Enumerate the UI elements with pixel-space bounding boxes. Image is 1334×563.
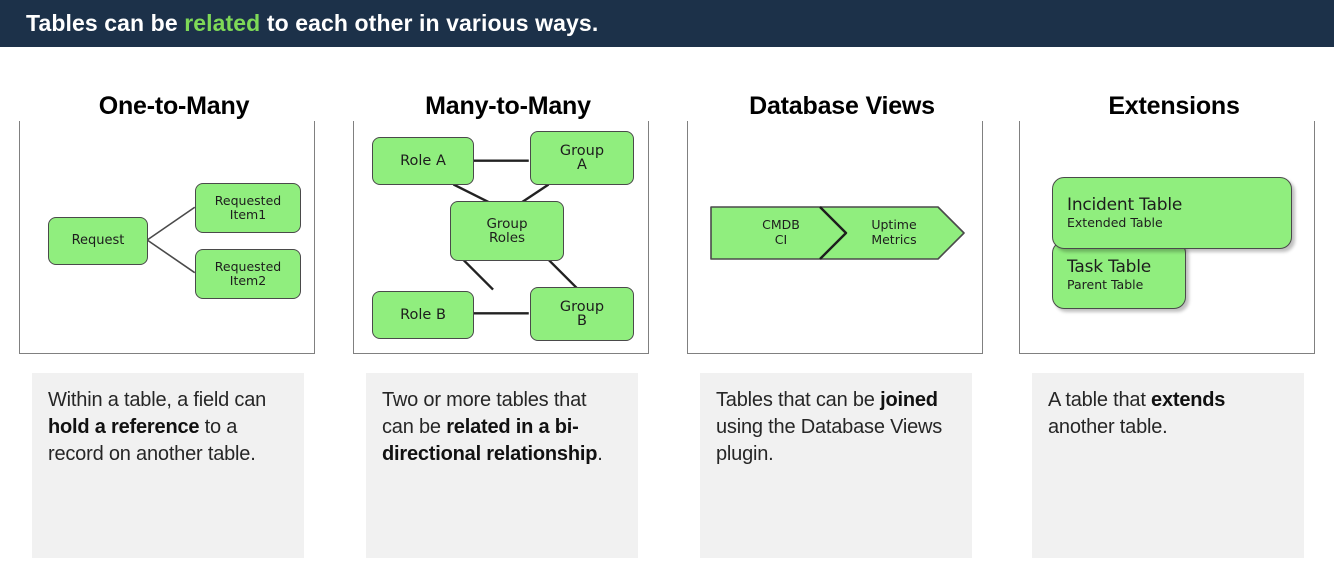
panel-frame-database-views: CMDB CI Uptime Metrics bbox=[687, 120, 983, 354]
panel-title-one-to-many: One-to-Many bbox=[14, 91, 334, 121]
node-requested-item1[interactable]: Requested Item1 bbox=[195, 183, 301, 233]
panel-frame-extensions: Task Table Parent Table Incident Table E… bbox=[1019, 120, 1315, 354]
node-request[interactable]: Request bbox=[48, 217, 148, 265]
caption-one-to-many-bold: hold a reference bbox=[48, 416, 200, 438]
page-title-highlight: related bbox=[184, 10, 261, 36]
node-requested-item2[interactable]: Requested Item2 bbox=[195, 249, 301, 299]
panel-title-many-to-many: Many-to-Many bbox=[348, 91, 668, 121]
node-group-roles[interactable]: Group Roles bbox=[450, 201, 564, 261]
diagram-one-to-many bbox=[146, 206, 196, 274]
node-incident-table-subtitle: Extended Table bbox=[1067, 215, 1163, 230]
page-title-text-before: Tables can be bbox=[26, 10, 185, 36]
panel-frame-one-to-many: Request Requested Item1 Requested Item2 bbox=[19, 120, 315, 354]
caption-database-views-bold: joined bbox=[880, 389, 938, 411]
slide-header-bar: Tables can be related to each other in v… bbox=[0, 0, 1334, 47]
node-group-a[interactable]: Group A bbox=[530, 131, 634, 185]
node-role-a-label: Role A bbox=[400, 153, 446, 169]
node-group-b-line1: Group bbox=[559, 299, 605, 315]
node-requested-item2-line1: Requested bbox=[214, 259, 282, 274]
caption-database-views-part2: using the Database Views plugin. bbox=[716, 416, 943, 465]
node-group-roles-line2: Roles bbox=[488, 230, 526, 246]
caption-extensions-part1: A table that bbox=[1048, 389, 1152, 411]
node-role-a[interactable]: Role A bbox=[372, 137, 474, 185]
caption-database-views: Tables that can be joined using the Data… bbox=[700, 373, 972, 558]
node-requested-item1-line2: Item1 bbox=[229, 207, 267, 222]
node-requested-item2-line2: Item2 bbox=[229, 273, 267, 288]
node-group-roles-line1: Group bbox=[486, 216, 528, 232]
caption-one-to-many-part2: to a record on another table. bbox=[48, 416, 256, 465]
caption-extensions-bold: extends bbox=[1151, 389, 1226, 411]
panel-title-database-views: Database Views bbox=[682, 91, 1002, 121]
node-request-label: Request bbox=[71, 233, 125, 248]
panel-title-extensions: Extensions bbox=[1014, 91, 1334, 121]
node-group-a-line2: A bbox=[577, 157, 587, 173]
caption-many-to-many: Two or more tables that can be related i… bbox=[366, 373, 638, 558]
node-group-b[interactable]: Group B bbox=[530, 287, 634, 341]
node-group-a-line1: Group bbox=[559, 143, 605, 159]
diagram-many-to-many bbox=[452, 159, 580, 315]
node-role-b[interactable]: Role B bbox=[372, 291, 474, 339]
node-role-b-label: Role B bbox=[400, 307, 446, 323]
node-incident-table-title: Incident Table bbox=[1067, 195, 1183, 215]
page-title-text-after: to each other in various ways. bbox=[260, 10, 599, 36]
panel-frame-many-to-many: Role A Group A Group Roles Role B Group … bbox=[353, 120, 649, 354]
caption-many-to-many-part2: . bbox=[597, 443, 603, 465]
caption-many-to-many-bold: related in a bi-directional relationship bbox=[382, 416, 598, 465]
caption-one-to-many: Within a table, a field can hold a refer… bbox=[32, 373, 304, 558]
node-task-table-subtitle: Parent Table bbox=[1067, 277, 1144, 292]
caption-database-views-part1: Tables that can be bbox=[716, 389, 881, 411]
page-title: Tables can be related to each other in v… bbox=[26, 10, 598, 37]
caption-extensions-part2: another table. bbox=[1048, 416, 1168, 438]
node-group-b-line2: B bbox=[577, 313, 587, 329]
node-task-table[interactable]: Task Table Parent Table bbox=[1052, 241, 1186, 309]
caption-many-to-many-part1: Two or more tables that can be bbox=[382, 389, 587, 438]
node-requested-item1-line1: Requested bbox=[214, 193, 282, 208]
caption-extensions: A table that extends another table. bbox=[1032, 373, 1304, 558]
node-incident-table[interactable]: Incident Table Extended Table bbox=[1052, 177, 1292, 249]
chevron-shape-icon bbox=[710, 206, 965, 260]
caption-one-to-many-part1: Within a table, a field can bbox=[48, 389, 267, 411]
node-task-table-title: Task Table bbox=[1067, 257, 1152, 277]
chevron-flow-database-views[interactable]: CMDB CI Uptime Metrics bbox=[710, 205, 966, 261]
panels-container: One-to-Many Request Requested Item1 Requ… bbox=[0, 47, 1334, 563]
